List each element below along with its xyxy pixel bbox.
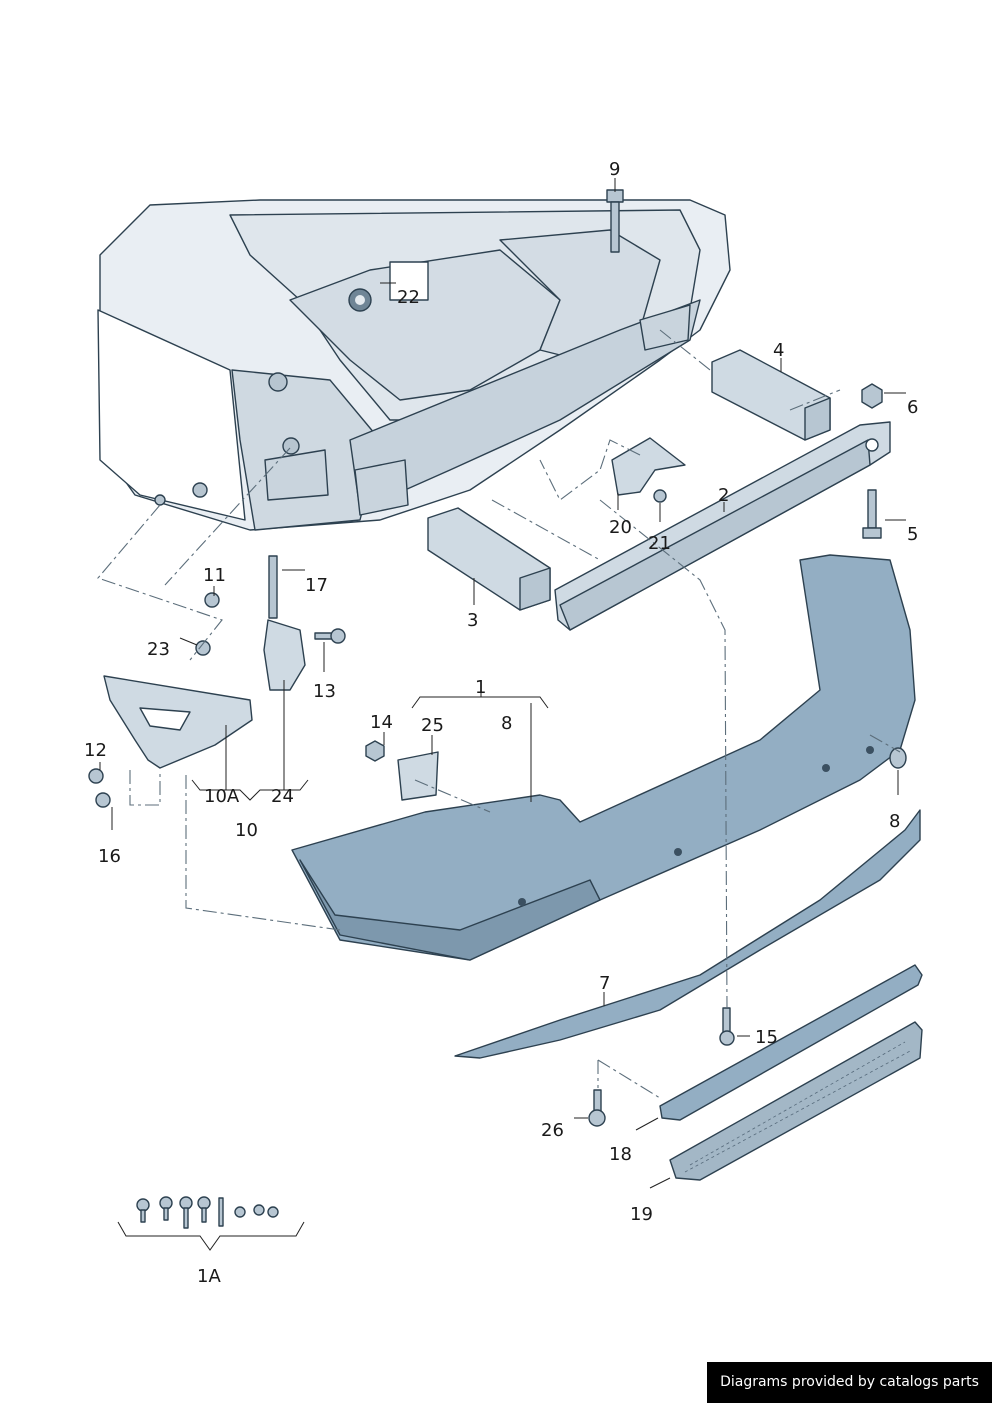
bolt-9 bbox=[606, 189, 624, 253]
label-5: 5 bbox=[907, 524, 918, 545]
bumper-carrier bbox=[554, 421, 891, 631]
bumper-guide-left bbox=[103, 675, 253, 769]
label-10: 10 bbox=[235, 820, 258, 841]
screw-16 bbox=[95, 792, 111, 808]
screw-15 bbox=[719, 1007, 735, 1046]
clip-23 bbox=[195, 640, 211, 656]
impact-absorber-left bbox=[427, 507, 551, 611]
trim-strip bbox=[659, 964, 923, 1121]
label-2: 2 bbox=[718, 485, 729, 506]
bumper-cover bbox=[291, 554, 916, 961]
bracket-25 bbox=[397, 751, 439, 801]
bolt-5 bbox=[862, 489, 882, 539]
lower-grille bbox=[669, 1021, 923, 1181]
label-21: 21 bbox=[648, 533, 671, 554]
nut-21 bbox=[653, 489, 667, 503]
label-4: 4 bbox=[773, 340, 784, 361]
label-13: 13 bbox=[313, 681, 336, 702]
label-18: 18 bbox=[609, 1144, 632, 1165]
label-8-top: 8 bbox=[501, 713, 512, 734]
lower-spoiler bbox=[454, 809, 921, 1059]
impact-absorber-right bbox=[711, 349, 831, 441]
label-15: 15 bbox=[755, 1027, 778, 1048]
label-17: 17 bbox=[305, 575, 328, 596]
label-6: 6 bbox=[907, 397, 918, 418]
car-rear-body bbox=[97, 199, 731, 531]
label-26: 26 bbox=[541, 1120, 564, 1141]
label-12: 12 bbox=[84, 740, 107, 761]
label-8-right: 8 bbox=[889, 811, 900, 832]
label-9: 9 bbox=[609, 159, 620, 180]
nut-6 bbox=[861, 383, 883, 409]
label-24: 24 bbox=[271, 786, 294, 807]
label-7: 7 bbox=[599, 973, 610, 994]
label-11: 11 bbox=[203, 565, 226, 586]
part-labels: 9 22 4 6 2 5 20 21 3 11 17 23 13 1 8 14 … bbox=[84, 159, 918, 1287]
assembly-lines bbox=[97, 329, 901, 1099]
screw-13 bbox=[314, 628, 346, 644]
label-1A: 1A bbox=[197, 1266, 221, 1287]
cap-8 bbox=[889, 747, 907, 769]
label-19: 19 bbox=[630, 1204, 653, 1225]
clip-11 bbox=[204, 592, 220, 608]
screw-12 bbox=[88, 768, 104, 784]
label-1: 1 bbox=[475, 677, 486, 698]
label-20: 20 bbox=[609, 517, 632, 538]
screw-26 bbox=[588, 1089, 606, 1127]
credit-footer: Diagrams provided by catalogs parts bbox=[707, 1362, 992, 1403]
nut-14 bbox=[365, 740, 385, 762]
leader-lines bbox=[99, 178, 906, 1251]
label-14: 14 bbox=[370, 712, 393, 733]
fastener-set bbox=[136, 1196, 279, 1229]
bumper-guide-centre bbox=[263, 619, 306, 691]
label-25: 25 bbox=[421, 715, 444, 736]
label-22: 22 bbox=[397, 287, 420, 308]
label-3: 3 bbox=[467, 610, 478, 631]
label-16: 16 bbox=[98, 846, 121, 867]
pin-17 bbox=[268, 555, 278, 619]
label-23: 23 bbox=[147, 639, 170, 660]
label-10A: 10A bbox=[204, 786, 240, 807]
